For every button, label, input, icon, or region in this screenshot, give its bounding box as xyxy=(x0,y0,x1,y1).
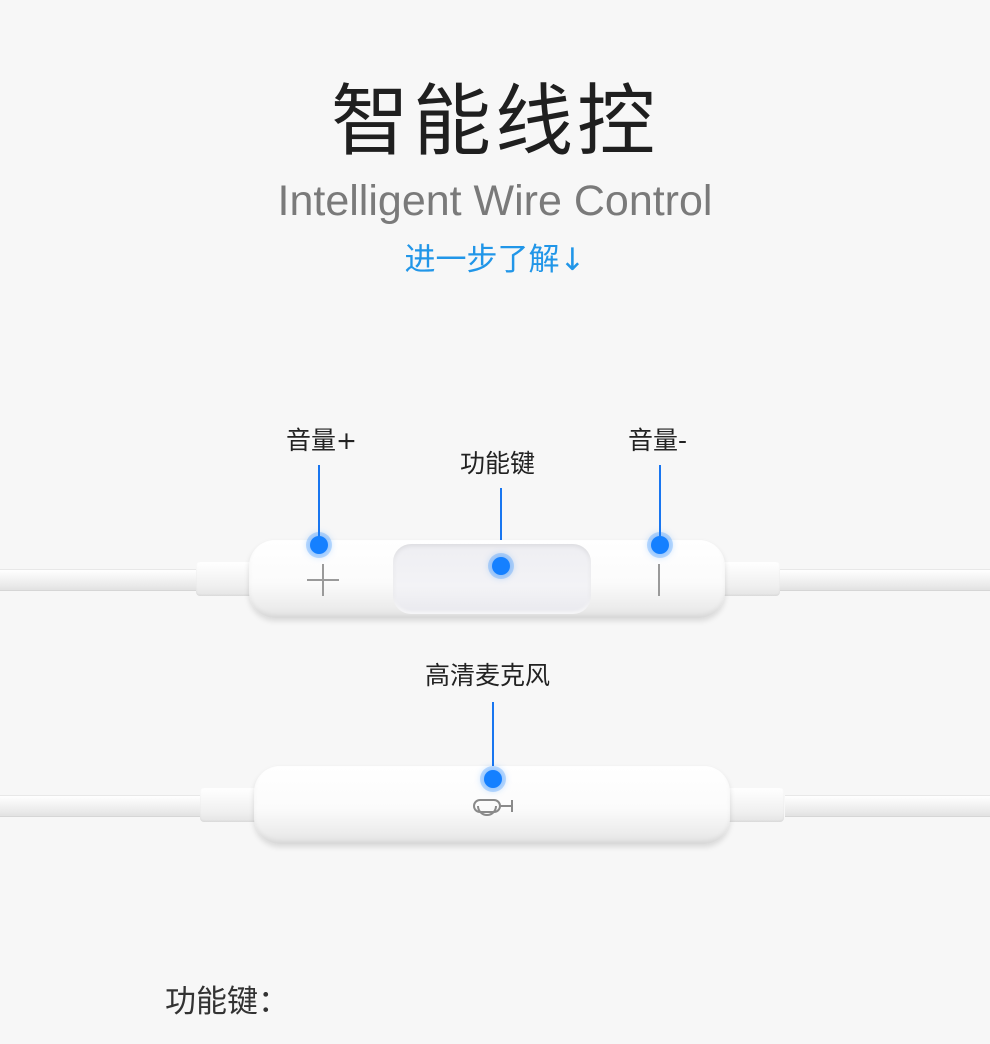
cable-collar-right-top xyxy=(718,562,780,596)
function-key-pointer-dot xyxy=(492,557,510,575)
volume-down-button[interactable] xyxy=(658,564,660,596)
cable-collar-left-bottom xyxy=(200,788,262,822)
microphone-label: 高清麦克风 xyxy=(425,661,551,690)
inline-remote-top xyxy=(249,540,725,618)
volume-up-button[interactable] xyxy=(307,564,339,596)
volume-up-pointer-dot xyxy=(310,536,328,554)
function-key-button[interactable] xyxy=(393,544,591,614)
volume-up-label: 音量+ xyxy=(286,426,357,455)
volume-down-pointer-line xyxy=(659,465,661,543)
page-subtitle: Intelligent Wire Control xyxy=(277,177,713,225)
cable-left-top xyxy=(0,569,210,591)
cable-collar-left-top xyxy=(196,562,258,596)
cable-left-bottom xyxy=(0,795,215,817)
cable-collar-right-bottom xyxy=(722,788,784,822)
function-key-label: 功能键 xyxy=(460,449,536,478)
volume-up-pointer-line xyxy=(318,465,320,543)
volume-down-pointer-dot xyxy=(651,536,669,554)
learn-more-link[interactable]: 进一步了解↓ xyxy=(404,242,586,278)
cable-right-top xyxy=(780,569,990,591)
microphone-pointer-line xyxy=(492,702,494,776)
volume-down-label: 音量- xyxy=(628,426,688,455)
microphone-icon xyxy=(473,799,513,816)
cable-right-bottom xyxy=(785,795,990,817)
microphone-pointer-dot xyxy=(484,770,502,788)
page-title: 智能线控 xyxy=(330,77,659,167)
section-heading: 功能键： xyxy=(165,984,289,1020)
function-key-pointer-line xyxy=(500,488,502,564)
